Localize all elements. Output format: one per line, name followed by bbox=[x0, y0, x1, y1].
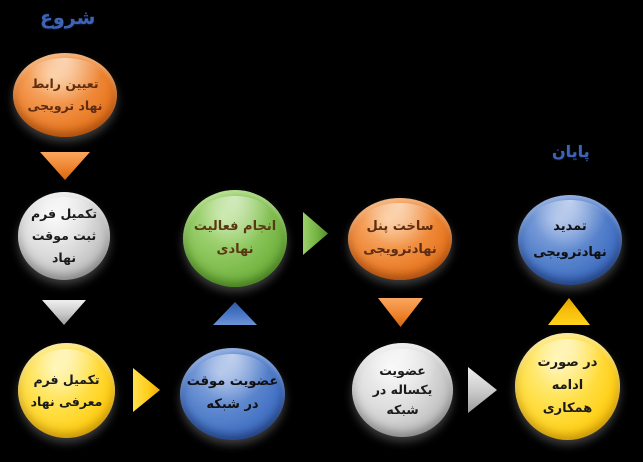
node-build-panel-label: ساخت پنل نهادترویجی bbox=[363, 219, 437, 257]
node-one-year-membership: عضویت یکساله در شبکه bbox=[352, 343, 453, 437]
arrow-down-icon bbox=[40, 152, 90, 180]
arrow-up-icon bbox=[213, 302, 257, 325]
node-institutional-activity-label: انجام فعالیت نهادی bbox=[193, 218, 277, 257]
node-temp-registration-form: تکمیل فرم ثبت موقت نهاد bbox=[18, 192, 110, 280]
node-temp-membership: عضویت موقت در شبکه bbox=[180, 348, 285, 440]
node-institutional-activity: انجام فعالیت نهادی bbox=[183, 190, 287, 287]
node-intro-form-label: تکمیل فرم معرفی نهاد bbox=[30, 371, 103, 409]
node-renewal: تمدید نهادترویجی bbox=[518, 195, 622, 285]
node-intro-form: تکمیل فرم معرفی نهاد bbox=[18, 343, 115, 438]
node-one-year-membership-label: عضویت یکساله در شبکه bbox=[372, 362, 433, 417]
node-build-panel: ساخت پنل نهادترویجی bbox=[348, 198, 452, 280]
arrow-up-icon bbox=[548, 298, 590, 325]
node-assign-liaison-label: تعیین رابط نهاد ترویجی bbox=[27, 76, 103, 113]
start-label: شروع bbox=[40, 7, 96, 29]
arrow-down-icon bbox=[378, 298, 423, 327]
arrow-right-icon bbox=[133, 368, 160, 412]
arrow-right-icon bbox=[468, 367, 497, 413]
node-temp-membership-label: عضویت موقت در شبکه bbox=[186, 374, 279, 412]
node-continue-cooperation: در صورت ادامه همکاری bbox=[515, 333, 620, 440]
arrow-down-icon bbox=[42, 300, 86, 325]
node-assign-liaison: تعیین رابط نهاد ترویجی bbox=[13, 53, 117, 137]
arrow-right-icon bbox=[303, 212, 328, 255]
node-renewal-label: تمدید نهادترویجی bbox=[533, 219, 607, 260]
node-continue-cooperation-label: در صورت ادامه همکاری bbox=[537, 355, 598, 416]
node-temp-registration-form-label: تکمیل فرم ثبت موقت نهاد bbox=[30, 206, 98, 265]
end-label: پایان bbox=[552, 142, 590, 161]
